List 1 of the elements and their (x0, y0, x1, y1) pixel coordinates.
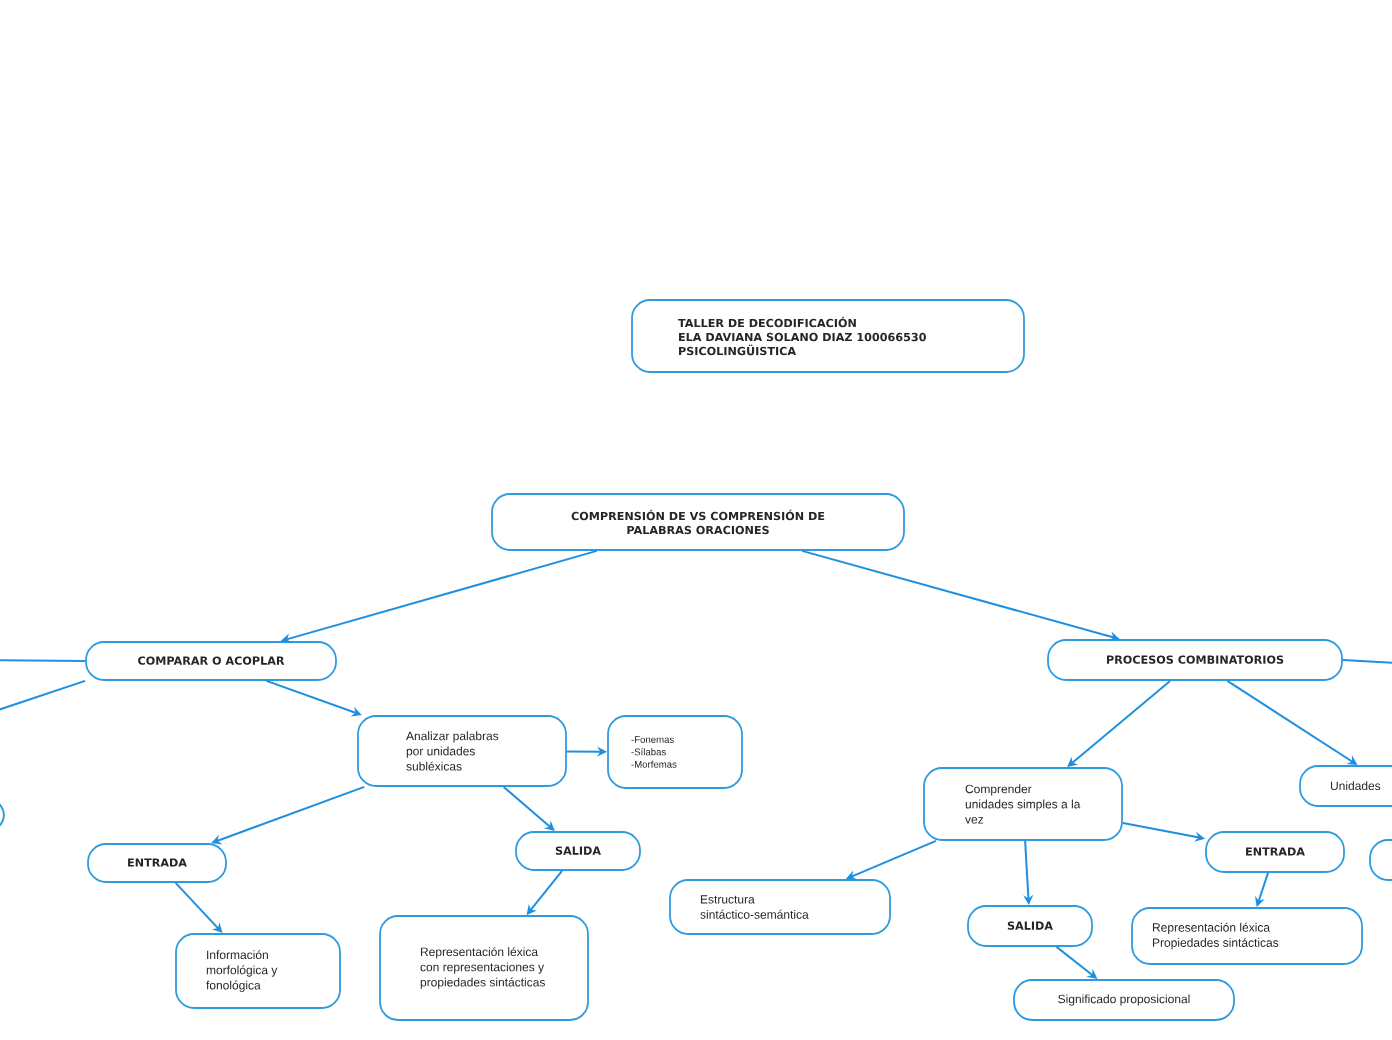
empty-box (1369, 839, 1392, 881)
